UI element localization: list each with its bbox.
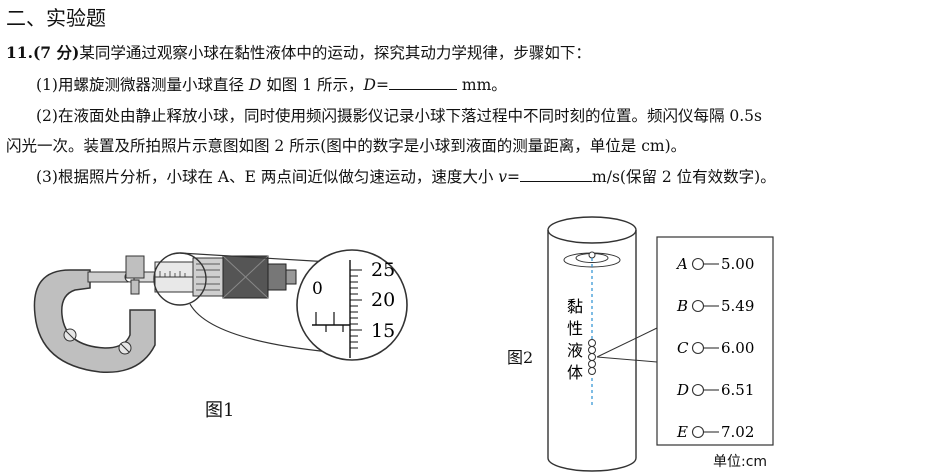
point-label: D <box>676 381 689 399</box>
step3-text-c: m/s(保留 2 位有效数字)。 <box>592 168 776 186</box>
step1-text-a: (1)用螺旋测微器测量小球直径 <box>36 76 244 94</box>
step3-var-v: v <box>498 168 508 186</box>
point-value: 5.00 <box>721 255 754 273</box>
step1-var-d: D <box>248 76 262 94</box>
ball-b <box>588 346 596 354</box>
ball-d <box>588 360 596 368</box>
point-value: 6.00 <box>721 339 754 357</box>
question-intro: 某同学通过观察小球在黏性液体中的运动，探究其动力学规律，步骤如下： <box>79 44 591 62</box>
scale-label-20: 20 <box>371 289 395 311</box>
point-ball <box>691 257 705 271</box>
answer-blank-speed[interactable] <box>520 167 593 182</box>
step1-text-b: 如图 1 所示， <box>266 76 364 94</box>
question-header: 11.(7 分)某同学通过观察小球在黏性液体中的运动，探究其动力学规律，步骤如下… <box>6 41 591 63</box>
step-1: (1)用螺旋测微器测量小球直径 D 如图 1 所示，D= mm。 <box>36 73 507 95</box>
unit-label: 单位:cm <box>713 454 768 470</box>
micrometer-ratchet <box>267 263 287 291</box>
scale-label-25: 25 <box>371 259 395 281</box>
point-ball <box>691 341 705 355</box>
step3-text-a: (3)根据照片分析，小球在 A、E 两点间近似做匀速运动，速度大小 <box>36 168 494 186</box>
step-2-line-2: 闪光一次。装置及所拍照片示意图如图 2 所示(图中的数字是小球到液面的测量距离，… <box>6 137 687 155</box>
point-ball <box>691 425 705 439</box>
liquid-label-4: 体 <box>567 363 583 382</box>
figure-1-caption: 图1 <box>205 400 235 421</box>
figure-1-micrometer: 0 25 20 15 <box>33 249 408 374</box>
ball-a <box>588 339 596 347</box>
scale-label-15: 15 <box>371 320 395 342</box>
figure-2-caption: 图2 <box>507 348 534 367</box>
zoom-view-circle <box>296 249 408 361</box>
point-row-a: A 5.00 <box>675 255 754 273</box>
step-2-line-1: (2)在液面处由静止释放小球，同时使用频闪摄影仪记录小球下落过程中不同时刻的位置… <box>36 107 762 125</box>
step3-equals: = <box>507 168 521 186</box>
point-value: 7.02 <box>721 423 754 441</box>
point-ball <box>691 299 705 313</box>
scale-zero-label: 0 <box>312 279 323 299</box>
photo-box <box>656 236 774 446</box>
question-number: 11.(7 分) <box>6 43 80 62</box>
micrometer-lock <box>125 255 145 279</box>
point-row-c: C 6.00 <box>677 339 754 357</box>
figure-2-cylinder: 黏 性 液 体 A 5.00B 5.49C 6.00D 6.51E 7.02 <box>547 216 774 472</box>
step1-unit: mm。 <box>461 76 507 94</box>
point-value: 6.51 <box>721 381 754 399</box>
liquid-label-1: 黏 <box>567 297 583 316</box>
point-value: 5.49 <box>721 297 754 315</box>
step1-var-d2: D <box>363 76 376 94</box>
liquid-label-3: 液 <box>567 341 583 360</box>
point-row-b: B 5.49 <box>676 297 754 315</box>
ball-c <box>588 353 596 361</box>
point-label: B <box>676 297 688 315</box>
micrometer-anvil <box>87 271 129 283</box>
answer-blank-diameter[interactable] <box>388 75 457 90</box>
liquid-label-2: 性 <box>567 319 583 338</box>
point-label: E <box>676 423 688 441</box>
point-row-d: D 6.51 <box>676 381 754 399</box>
ball-e <box>588 367 596 375</box>
point-ball <box>691 383 705 397</box>
section-title: 二、实验题 <box>6 6 106 30</box>
step1-equals: = <box>375 76 389 94</box>
step-3: (3)根据照片分析，小球在 A、E 两点间近似做匀速运动，速度大小 v= m/s(… <box>36 165 776 187</box>
point-label: C <box>677 339 689 357</box>
point-label: A <box>675 255 688 273</box>
point-row-e: E 7.02 <box>676 423 754 441</box>
